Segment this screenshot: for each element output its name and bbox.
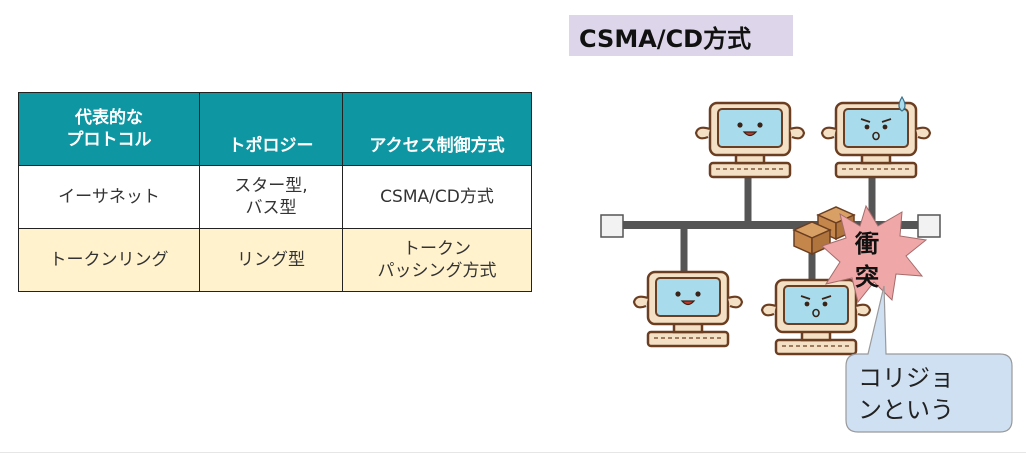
table-header-row: 代表的な プロトコル トポロジー アクセス制御方式 [18, 92, 532, 166]
cell-access-control: トークン パッシング方式 [342, 228, 532, 292]
cell-protocol: イーサネット [18, 165, 200, 229]
collision-label: 衝 突 [855, 230, 879, 291]
cell-access-control: CSMA/CD方式 [342, 165, 532, 229]
protocol-table: 代表的な プロトコル トポロジー アクセス制御方式 イーサネット スター型, バ… [18, 92, 532, 292]
terminator-left [600, 214, 624, 238]
diagram-title: CSMA/CD方式 [569, 15, 793, 56]
cell-topology: リング型 [199, 228, 343, 292]
divider [0, 452, 1026, 453]
callout-bubble [845, 285, 1013, 433]
cell-topology: スター型, バス型 [199, 165, 343, 229]
computer-icon [632, 270, 744, 348]
cell-protocol: トークンリング [18, 228, 200, 292]
header-protocol: 代表的な プロトコル [18, 92, 200, 166]
computer-icon [694, 101, 806, 179]
header-access-control: アクセス制御方式 [342, 92, 532, 166]
table-row: イーサネット スター型, バス型 CSMA/CD方式 [18, 165, 532, 229]
packet-icon [793, 221, 831, 255]
callout-text: コリジョ ンという [858, 364, 954, 424]
collision-burst [821, 204, 928, 304]
computer-icon [820, 95, 932, 179]
header-topology: トポロジー [199, 92, 343, 166]
terminator-right [917, 214, 941, 238]
table-row: トークンリング リング型 トークン パッシング方式 [18, 228, 532, 292]
